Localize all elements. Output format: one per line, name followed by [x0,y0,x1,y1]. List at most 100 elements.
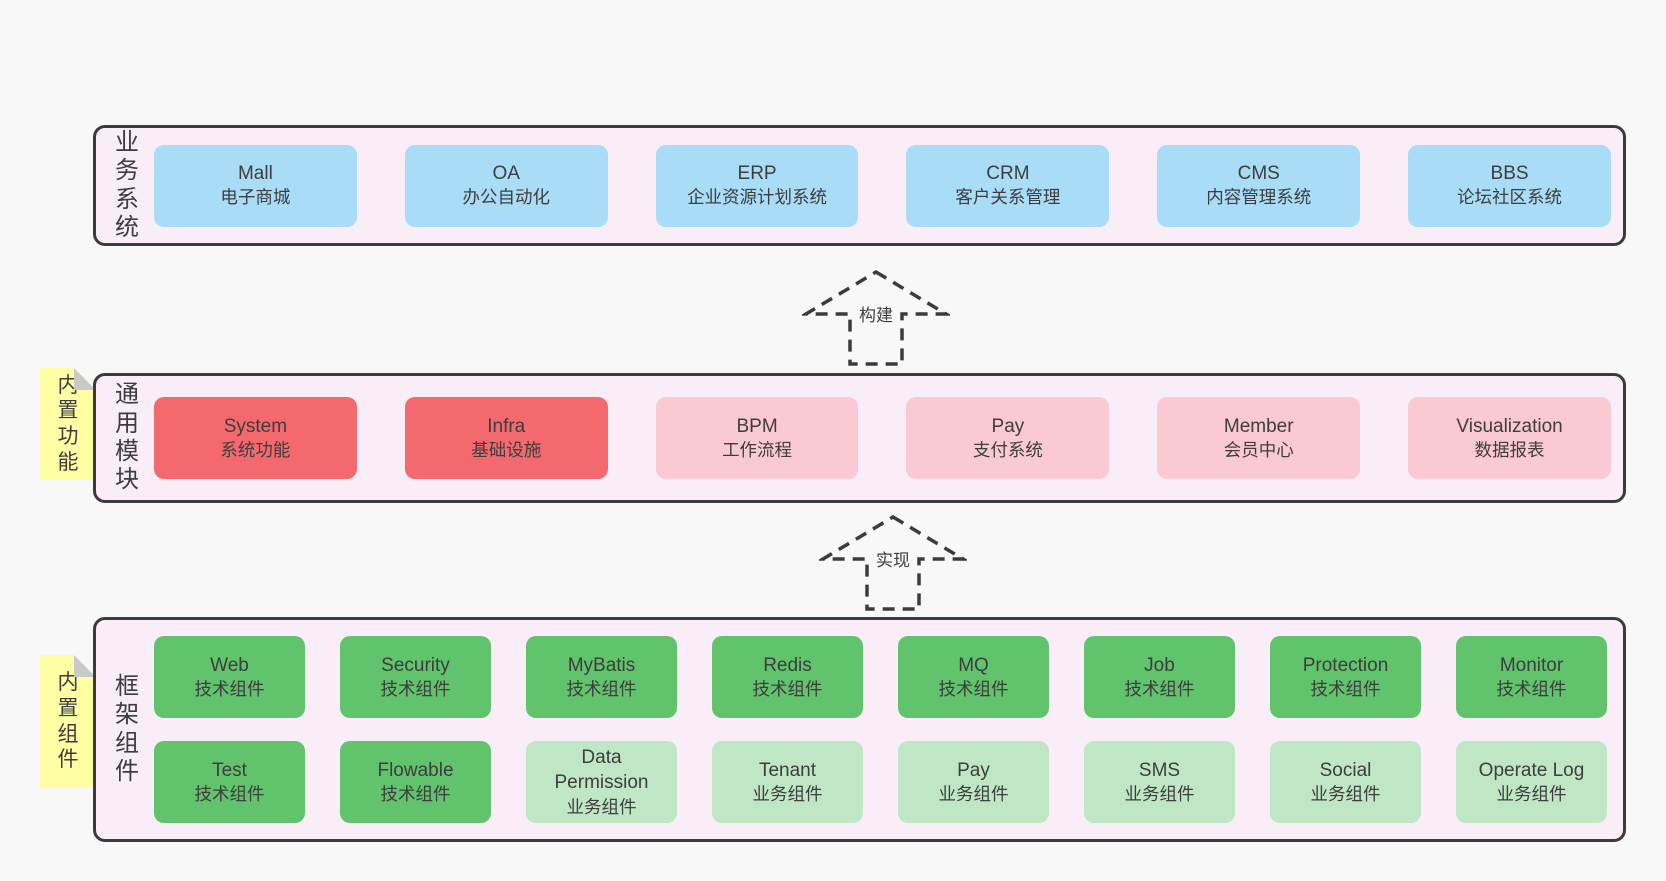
sticky-note-built-in-features: 内置功能 [40,368,96,480]
box-desc: 业务组件 [1124,783,1195,804]
box-desc: 技术组件 [380,783,451,804]
box-name: Job [1144,654,1175,676]
box-desc: 技术组件 [194,783,265,804]
build-arrow-icon: 构建 [802,269,950,366]
box-name: Member [1223,415,1294,437]
box-name: Flowable [377,759,454,781]
implement-arrow-label: 实现 [876,551,910,570]
box-web: Web 技术组件 [154,636,305,718]
box-desc: 业务组件 [938,783,1009,804]
box-monitor: Monitor 技术组件 [1456,636,1607,718]
box-tenant: Tenant 业务组件 [712,741,863,823]
box-erp: ERP 企业资源计划系统 [655,144,859,227]
box-desc: 技术组件 [380,678,451,699]
modules-boxes-row: System 系统功能 Infra 基础设施 BPM 工作流程 Pay 支付系统… [154,397,1611,479]
box-operate-log: Operate Log 业务组件 [1456,741,1607,823]
box-name: MyBatis [567,654,636,676]
implement-arrow-icon: 实现 [819,514,967,611]
box-name: Pay [957,759,990,781]
box-desc: 业务组件 [752,783,823,804]
layer-label-modules: 通用模块 [115,381,139,494]
box-desc: 客户关系管理 [955,187,1061,208]
box-name: Social [1319,759,1372,781]
box-name: Protection [1302,654,1389,676]
box-desc: 办公自动化 [462,187,550,208]
box-desc: 企业资源计划系统 [687,187,828,208]
box-name: Visualization [1456,415,1563,437]
box-name: MQ [958,654,989,676]
box-visualization: Visualization 数据报表 [1408,397,1611,479]
box-infra: Infra 基础设施 [404,397,608,479]
box-name: CRM [986,163,1030,185]
box-desc: 业务组件 [566,796,637,817]
box-cms: CMS 内容管理系统 [1157,144,1361,227]
box-desc: 技术组件 [566,678,637,699]
box-name: Security [381,654,450,676]
box-oa: OA 办公自动化 [404,144,608,227]
box-name: SMS [1138,759,1181,781]
box-desc: 技术组件 [1310,678,1381,699]
box-pay-business: Pay 业务组件 [898,741,1049,823]
box-crm: CRM 客户关系管理 [906,144,1110,227]
components-row-1: Web 技术组件 Security 技术组件 MyBatis 技术组件 Redi… [154,636,1607,718]
box-flowable: Flowable 技术组件 [340,741,491,823]
box-desc: 会员中心 [1223,439,1294,460]
box-desc: 电子商城 [220,187,291,208]
box-name: OA [492,163,520,185]
box-name: System [223,415,288,437]
box-security: Security 技术组件 [340,636,491,718]
box-name: Redis [763,654,812,676]
box-name: Tenant [758,759,817,781]
box-desc: 技术组件 [1496,678,1567,699]
box-name: Test [212,759,247,781]
layer-framework-components: 框架组件 Web 技术组件 Security 技术组件 MyBatis 技术组件… [93,617,1626,842]
box-social: Social 业务组件 [1270,741,1421,823]
box-bbs: BBS 论坛社区系统 [1408,144,1611,227]
box-desc: 业务组件 [1496,783,1567,804]
box-member: Member 会员中心 [1157,397,1361,479]
box-name: Monitor [1499,654,1564,676]
box-name: BBS [1490,163,1529,185]
box-desc: 基础设施 [471,439,542,460]
box-bpm: BPM 工作流程 [655,397,859,479]
box-name: CMS [1237,163,1280,185]
components-rows: Web 技术组件 Security 技术组件 MyBatis 技术组件 Redi… [154,636,1607,823]
box-pay: Pay 支付系统 [906,397,1110,479]
layer-label-components: 框架组件 [115,672,139,785]
box-name: ERP [737,163,777,185]
sticky-note-built-in-components: 内置组件 [40,655,96,788]
sticky-label: 内置组件 [57,671,79,772]
box-test: Test 技术组件 [154,741,305,823]
box-name: Pay [991,415,1025,437]
box-data-permission: Data Permission 业务组件 [526,741,677,823]
box-mq: MQ 技术组件 [898,636,1049,718]
box-name: BPM [736,415,778,437]
components-row-2: Test 技术组件 Flowable 技术组件 Data Permission … [154,741,1607,823]
box-desc: 支付系统 [972,439,1043,460]
sticky-label: 内置功能 [57,373,79,474]
box-desc: 技术组件 [752,678,823,699]
box-desc: 工作流程 [722,439,793,460]
box-sms: SMS 业务组件 [1084,741,1235,823]
box-desc: 论坛社区系统 [1457,187,1563,208]
box-name: Mall [237,163,273,185]
layer-business-systems: 业务系统 Mall 电子商城 OA 办公自动化 ERP 企业资源计划系统 CRM… [93,125,1626,246]
box-desc: 技术组件 [1124,678,1195,699]
box-desc: 技术组件 [194,678,265,699]
box-name: Data Permission [554,747,649,794]
box-desc: 内容管理系统 [1206,187,1312,208]
business-boxes-row: Mall 电子商城 OA 办公自动化 ERP 企业资源计划系统 CRM 客户关系… [154,144,1611,227]
box-mybatis: MyBatis 技术组件 [526,636,677,718]
layer-label-business: 业务系统 [115,128,139,241]
layer-common-modules: 通用模块 System 系统功能 Infra 基础设施 BPM 工作流程 Pay… [93,373,1626,503]
box-system: System 系统功能 [154,397,357,479]
box-name: Operate Log [1478,759,1585,781]
box-redis: Redis 技术组件 [712,636,863,718]
box-job: Job 技术组件 [1084,636,1235,718]
box-desc: 业务组件 [1310,783,1381,804]
box-name: Web [210,654,249,676]
build-arrow-label: 构建 [859,306,893,325]
box-mall: Mall 电子商城 [154,144,357,227]
box-desc: 技术组件 [938,678,1009,699]
